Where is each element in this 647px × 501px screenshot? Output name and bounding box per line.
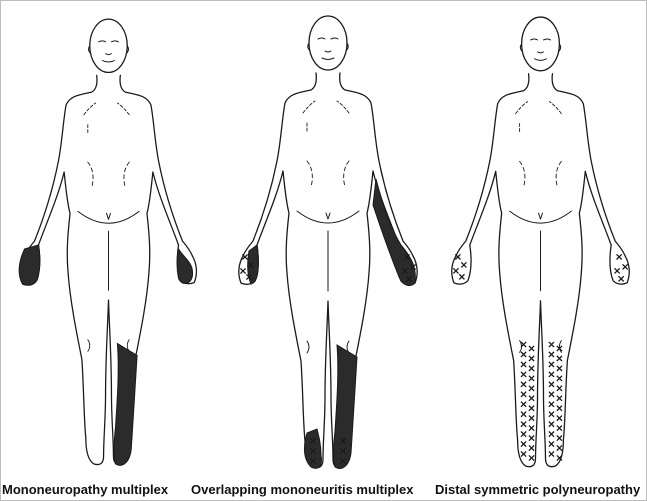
cross-mark — [453, 268, 458, 273]
panel-distal-symmetric-polyneuropathy — [434, 1, 647, 481]
body-figure-1 — [3, 1, 215, 481]
right-foot-affected — [304, 429, 321, 468]
cross-mark — [619, 276, 624, 281]
cross-mark — [521, 352, 526, 357]
cross-mark — [549, 362, 554, 367]
cross-mark — [549, 342, 554, 347]
left-lower-leg-affected — [334, 345, 358, 468]
cross-mark — [521, 372, 526, 377]
cross-mark — [529, 435, 534, 440]
cross-mark — [549, 432, 554, 437]
cross-mark — [617, 254, 622, 259]
cross-mark — [557, 426, 562, 431]
cross-mark — [521, 392, 526, 397]
right-hand — [452, 245, 471, 284]
cross-mark — [549, 451, 554, 456]
panel-mononeuropathy-multiplex — [3, 1, 215, 481]
cross-mark — [549, 402, 554, 407]
cross-mark — [549, 392, 554, 397]
ears — [308, 43, 349, 51]
cross-mark — [529, 356, 534, 361]
cross-mark — [623, 264, 628, 269]
cross-mark — [557, 435, 562, 440]
cross-mark — [549, 352, 554, 357]
left-hand-affected — [177, 249, 193, 284]
cross-mark — [529, 346, 534, 351]
cross-mark — [557, 445, 562, 450]
left-arm-affected — [373, 179, 415, 285]
cross-mark — [557, 376, 562, 381]
cross-mark — [240, 268, 245, 273]
cross-mark — [557, 386, 562, 391]
cross-mark — [549, 412, 554, 417]
cross-mark — [529, 376, 534, 381]
cross-mark — [529, 366, 534, 371]
cross-mark — [529, 386, 534, 391]
head — [309, 16, 347, 70]
cross-mark — [549, 382, 554, 387]
cross-mark — [557, 366, 562, 371]
cross-mark — [521, 432, 526, 437]
cross-mark — [549, 372, 554, 377]
caption-overlapping-mononeuritis-multiplex: Overlapping mononeuritis multiplex — [191, 482, 435, 498]
cross-mark — [521, 451, 526, 456]
body-figure-3 — [434, 1, 647, 481]
cross-mark — [521, 382, 526, 387]
right-hand-affected — [19, 245, 40, 285]
left-hand — [610, 245, 629, 284]
body-outline — [21, 19, 197, 464]
cross-mark — [521, 422, 526, 427]
body-outline — [452, 17, 630, 467]
chest-marks — [516, 102, 562, 134]
body-figure-2 — [221, 1, 436, 481]
face-features — [318, 38, 338, 60]
cross-mark — [461, 262, 466, 267]
cross-mark — [521, 441, 526, 446]
cross-mark — [529, 396, 534, 401]
pelvis-line — [297, 211, 359, 223]
cross-mark — [549, 441, 554, 446]
abdomen-marks — [307, 161, 349, 187]
pelvis-line — [510, 211, 572, 223]
cross-mark — [615, 268, 620, 273]
chest-marks — [303, 101, 349, 133]
cross-mark — [557, 406, 562, 411]
cross-mark — [557, 356, 562, 361]
cross-mark — [529, 426, 534, 431]
pelvis-line — [78, 211, 139, 223]
caption-distal-symmetric-polyneuropathy: Distal symmetric polyneuropathy — [435, 482, 647, 498]
cross-mark — [529, 445, 534, 450]
cross-mark — [529, 406, 534, 411]
cross-mark — [529, 416, 534, 421]
cross-mark — [529, 455, 534, 460]
head — [522, 17, 560, 71]
cross-mark — [557, 416, 562, 421]
face-features — [99, 41, 119, 62]
face-features — [531, 39, 551, 60]
cross-mark — [521, 402, 526, 407]
ears — [520, 44, 560, 52]
cross-mark — [459, 274, 464, 279]
cross-mark — [557, 396, 562, 401]
abdomen-marks — [520, 161, 562, 187]
abdomen-marks — [88, 162, 129, 188]
panel-overlapping-mononeuritis-multiplex — [221, 1, 436, 481]
cross-mark — [521, 412, 526, 417]
head — [90, 19, 127, 72]
cross-mark — [521, 362, 526, 367]
left-lower-leg-affected — [114, 344, 137, 466]
cross-mark — [549, 422, 554, 427]
ears — [89, 46, 129, 54]
caption-mononeuropathy-multiplex: Mononeuropathy multiplex — [2, 482, 187, 498]
chest-marks — [84, 103, 129, 135]
